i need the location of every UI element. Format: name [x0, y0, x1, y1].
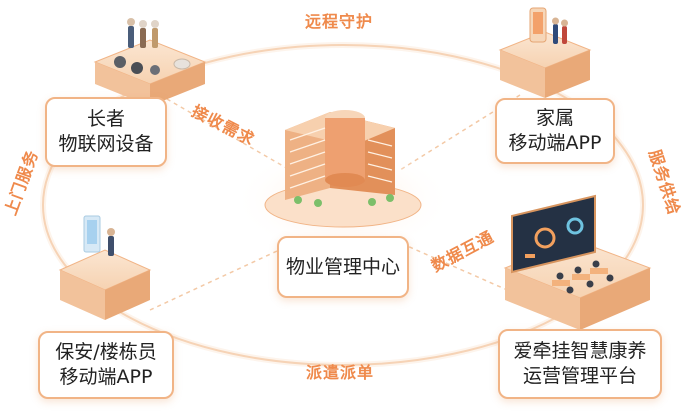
security-figure: [108, 236, 114, 256]
node-security-line1: 保安/楼栋员: [55, 341, 157, 363]
node-elderly-line2: 物联网设备: [58, 133, 154, 155]
building-center: [264, 110, 422, 228]
platform-elderly: [93, 18, 207, 106]
outer-ring: [42, 44, 644, 366]
connector-elderly-center: [159, 94, 291, 171]
node-security-line2: 移动端APP: [59, 366, 153, 388]
connector-security-center: [149, 244, 291, 311]
device-hub: [173, 58, 191, 70]
node-operations-platform: 爱牵挂智慧康养 运营管理平台: [498, 329, 662, 399]
elderly-figure-3: [152, 28, 158, 48]
platform-operations: [503, 194, 652, 330]
elderly-figure-2: [140, 28, 146, 48]
node-family-line2: 移动端APP: [508, 132, 602, 154]
device-watch-2: [131, 62, 143, 74]
node-center-line1: 物业管理中心: [285, 255, 400, 278]
node-security-app: 保安/楼栋员 移动端APP: [38, 331, 174, 399]
operator-figures: [556, 260, 614, 294]
device-watch-3: [150, 65, 160, 75]
node-platform-line2: 运营管理平台: [522, 365, 637, 387]
platform-family: [498, 7, 592, 98]
elderly-figure-1: [128, 26, 134, 48]
tree-icons: [294, 194, 394, 207]
node-elderly-iot: 长者 物联网设备: [45, 97, 167, 167]
connection-remote-guard: 远程守护: [305, 12, 374, 31]
connector-platform-center: [404, 244, 531, 301]
outer-ring-glow: [40, 42, 646, 368]
family-figure: [553, 24, 558, 44]
node-property-center: 物业管理中心: [277, 236, 409, 298]
node-elderly-line1: 长者: [86, 108, 125, 130]
node-family-line1: 家属: [535, 107, 574, 129]
node-family-app: 家属 移动端APP: [495, 98, 615, 164]
node-platform-line1: 爱牵挂智慧康养: [513, 340, 647, 362]
family-figure-2: [562, 26, 567, 44]
connection-dispatch: 派遣派单: [306, 363, 375, 382]
platform-security: [58, 215, 152, 320]
device-watch-1: [114, 56, 126, 68]
